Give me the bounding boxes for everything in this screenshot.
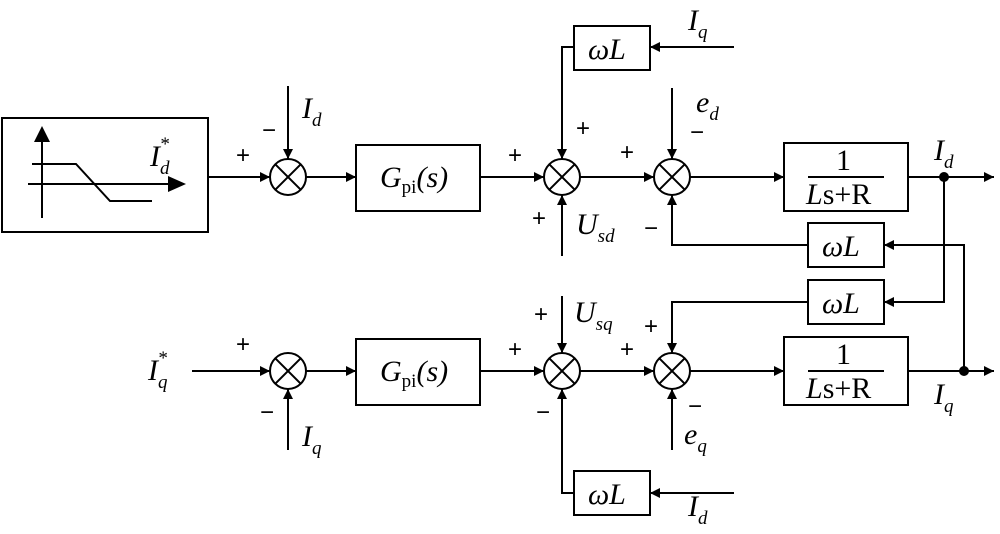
summing-junction-d3 xyxy=(653,158,691,196)
sign-plus: + xyxy=(620,336,634,363)
summing-junction-q2 xyxy=(543,352,581,390)
iq-coupling-label: Iq xyxy=(687,4,708,43)
sign-plus: + xyxy=(532,205,546,232)
usd-label: Usd xyxy=(576,208,615,247)
sign-minus: − xyxy=(688,393,702,420)
iq-reference-label: Iq* xyxy=(147,348,168,393)
summing-junction-q1 xyxy=(269,352,307,390)
svg-text:ωL: ωL xyxy=(822,287,860,320)
svg-text:1: 1 xyxy=(836,144,851,177)
limiter-curve-icon xyxy=(32,163,152,202)
reference-generator-block xyxy=(1,117,209,233)
svg-text:ωL: ωL xyxy=(588,478,626,511)
svg-text:Ls+R: Ls+R xyxy=(805,372,871,405)
id-coupling-label: Id xyxy=(687,490,708,529)
summing-junction-q3 xyxy=(653,352,691,390)
sign-minus: − xyxy=(644,215,658,242)
id-feedback-label: Id xyxy=(301,92,322,131)
sign-plus: + xyxy=(576,115,590,142)
pi-controller-block-d: Gpi(s) xyxy=(355,144,481,212)
id-reference-label: Id* xyxy=(149,134,170,179)
sign-minus: − xyxy=(536,399,550,426)
branch-point-iq xyxy=(959,366,969,376)
svg-text:ωL: ωL xyxy=(822,230,860,263)
omega-l-block-bottom: ωL xyxy=(573,470,651,516)
sign-plus: + xyxy=(508,142,522,169)
sign-plus: + xyxy=(236,331,250,358)
sign-minus: − xyxy=(260,399,274,426)
plant-block-d: 1 Ls+R xyxy=(783,142,909,212)
sign-plus: + xyxy=(644,313,658,340)
omega-l-block-top: ωL xyxy=(573,25,651,71)
eq-label: eq xyxy=(684,418,707,457)
omega-l-block-upper-feedback: ωL xyxy=(807,222,885,268)
ed-label: ed xyxy=(696,86,719,125)
summing-junction-d1 xyxy=(269,158,307,196)
plant-block-q: 1 Ls+R xyxy=(783,336,909,406)
svg-text:ωL: ωL xyxy=(588,33,626,66)
svg-text:Ls+R: Ls+R xyxy=(805,178,871,211)
sign-minus: − xyxy=(690,119,704,146)
svg-text:Gpi(s): Gpi(s) xyxy=(380,355,448,392)
sign-plus: + xyxy=(620,139,634,166)
omega-l-block-lower-feedback: ωL xyxy=(807,279,885,325)
sign-minus: − xyxy=(262,117,276,144)
svg-text:1: 1 xyxy=(836,338,851,371)
iq-feedback-label: Iq xyxy=(301,420,322,459)
pi-controller-block-q: Gpi(s) xyxy=(355,338,481,406)
sign-plus: + xyxy=(508,336,522,363)
sign-plus: + xyxy=(236,142,250,169)
iq-output-label: Iq xyxy=(933,378,954,417)
usq-label: Usq xyxy=(574,296,613,335)
sign-plus: + xyxy=(534,301,548,328)
svg-text:Gpi(s): Gpi(s) xyxy=(380,161,448,198)
summing-junction-d2 xyxy=(543,158,581,196)
id-output-label: Id xyxy=(933,134,954,173)
